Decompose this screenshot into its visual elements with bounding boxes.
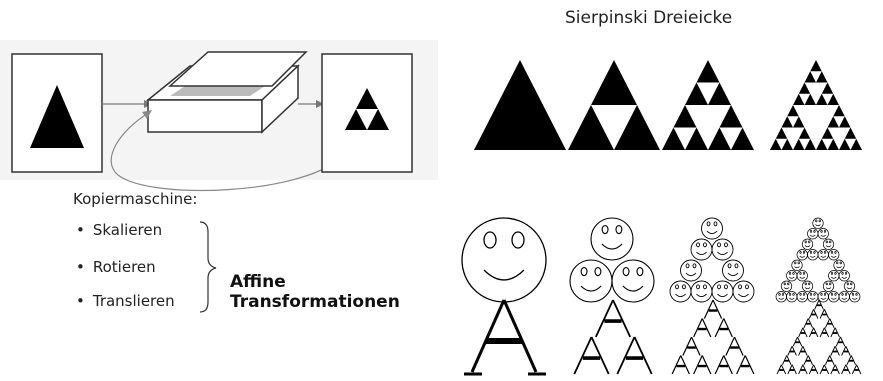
copier-machine-icon xyxy=(145,51,308,134)
feedback-arrow xyxy=(110,111,341,192)
operation-scale: Skalieren xyxy=(76,221,162,239)
letter-a-level-1 xyxy=(573,299,653,375)
input-triangle xyxy=(30,85,84,148)
smiley-level-2 xyxy=(669,217,755,303)
sierpinski-level-3 xyxy=(770,60,862,150)
smiley-level-0 xyxy=(461,217,547,303)
sierpinski-level-0 xyxy=(474,60,566,150)
arrow-out-head xyxy=(316,100,324,108)
letter-a-level-2 xyxy=(671,299,755,375)
smiley-level-3 xyxy=(775,217,861,303)
figure-title: Sierpinski Dreieicke xyxy=(565,8,733,28)
smiley-level-1 xyxy=(569,217,655,303)
affine-transformations-label: Affine Transformationen xyxy=(230,272,400,312)
affine-line-1: Affine xyxy=(230,272,286,292)
letter-a-level-0 xyxy=(464,299,546,376)
output-box xyxy=(321,53,413,173)
sierpinski-level-1 xyxy=(568,60,660,150)
sierpinski-level-2 xyxy=(662,60,754,150)
operation-rotate: Rotieren xyxy=(76,258,156,276)
affine-line-2: Transformationen xyxy=(230,292,400,312)
letter-a-level-3 xyxy=(776,299,862,375)
copier-label: Kopiermaschine: xyxy=(73,190,198,208)
brace xyxy=(199,221,217,313)
copier-lid xyxy=(168,51,308,87)
output-sierpinski-icon xyxy=(345,88,389,130)
operation-translate: Translieren xyxy=(76,292,175,310)
feedback-arrow-head xyxy=(142,110,152,119)
